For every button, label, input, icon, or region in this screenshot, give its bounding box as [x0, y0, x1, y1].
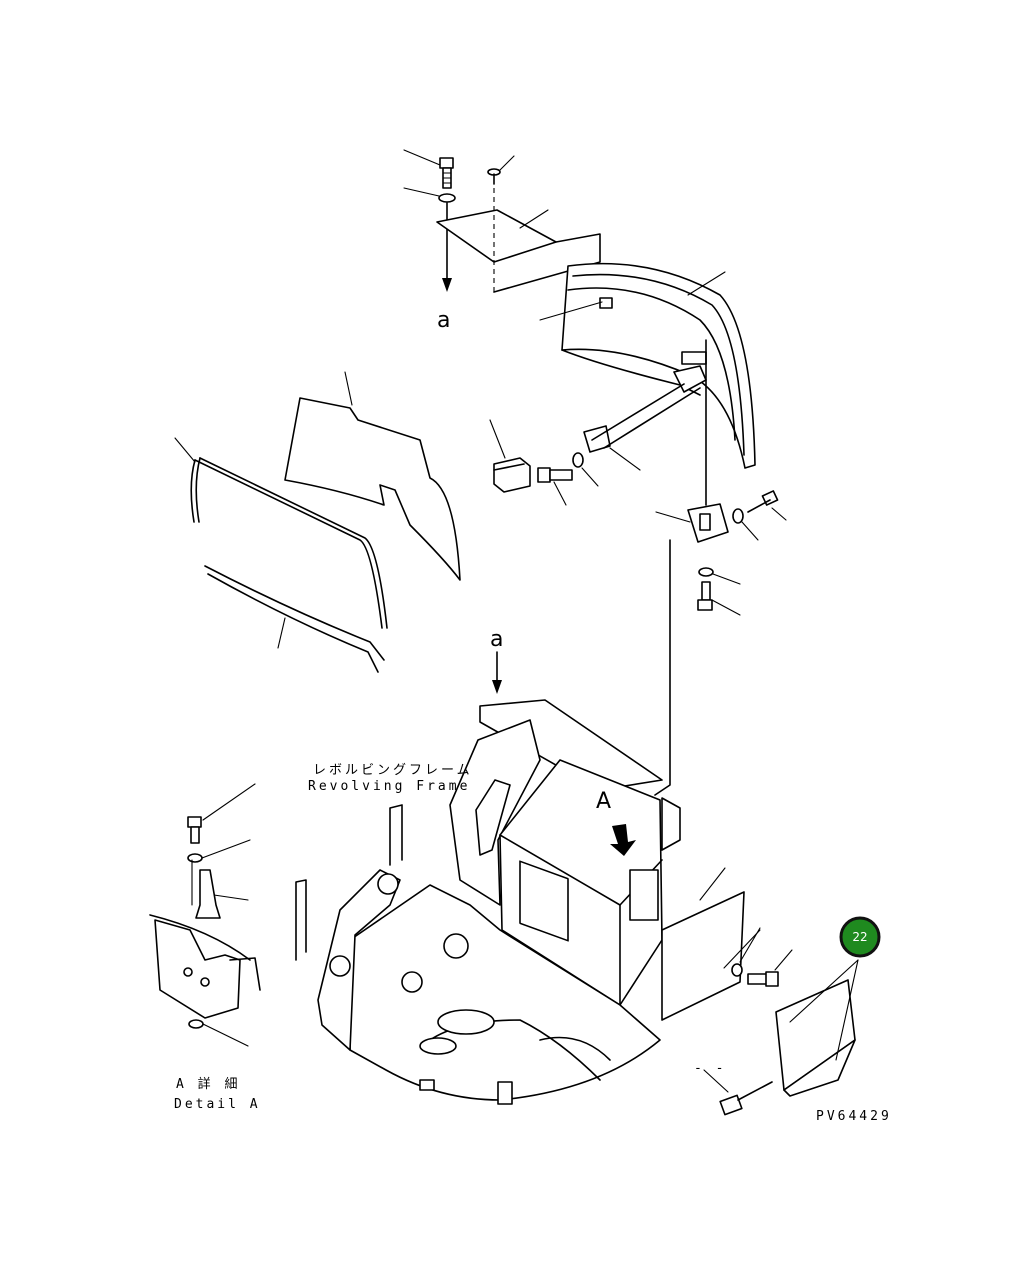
- side-window-panel: [284, 371, 461, 581]
- detail-a-view: [149, 783, 261, 1047]
- frame-label-english: Revolving Frame: [308, 779, 470, 794]
- hinge-bracket-upper: [489, 365, 707, 506]
- detail-label-english: Detail A: [174, 1097, 261, 1112]
- bolt-dash-label: - -: [694, 1061, 726, 1076]
- window-seal-strips: [174, 437, 388, 673]
- revolving-frame: [295, 699, 761, 1105]
- view-a-marker-frame: a: [490, 627, 503, 652]
- canopy-roof: [539, 262, 756, 506]
- view-a-marker-top: a: [437, 308, 450, 333]
- cover-plate-22: [703, 959, 859, 1116]
- detail-label-japanese: A 詳 細: [176, 1076, 240, 1092]
- arrow-a-label: A: [596, 789, 611, 814]
- top-bolt-group: [403, 149, 601, 293]
- hinge-bracket-lower: [654, 490, 787, 796]
- part-callout-number: 22: [852, 930, 867, 944]
- right-bolt-group: [731, 927, 793, 987]
- frame-label-japanese: レボルビングフレーム: [313, 763, 473, 778]
- drawing-code: PV64429: [816, 1109, 892, 1124]
- part-callout-badge[interactable]: 22: [839, 916, 881, 958]
